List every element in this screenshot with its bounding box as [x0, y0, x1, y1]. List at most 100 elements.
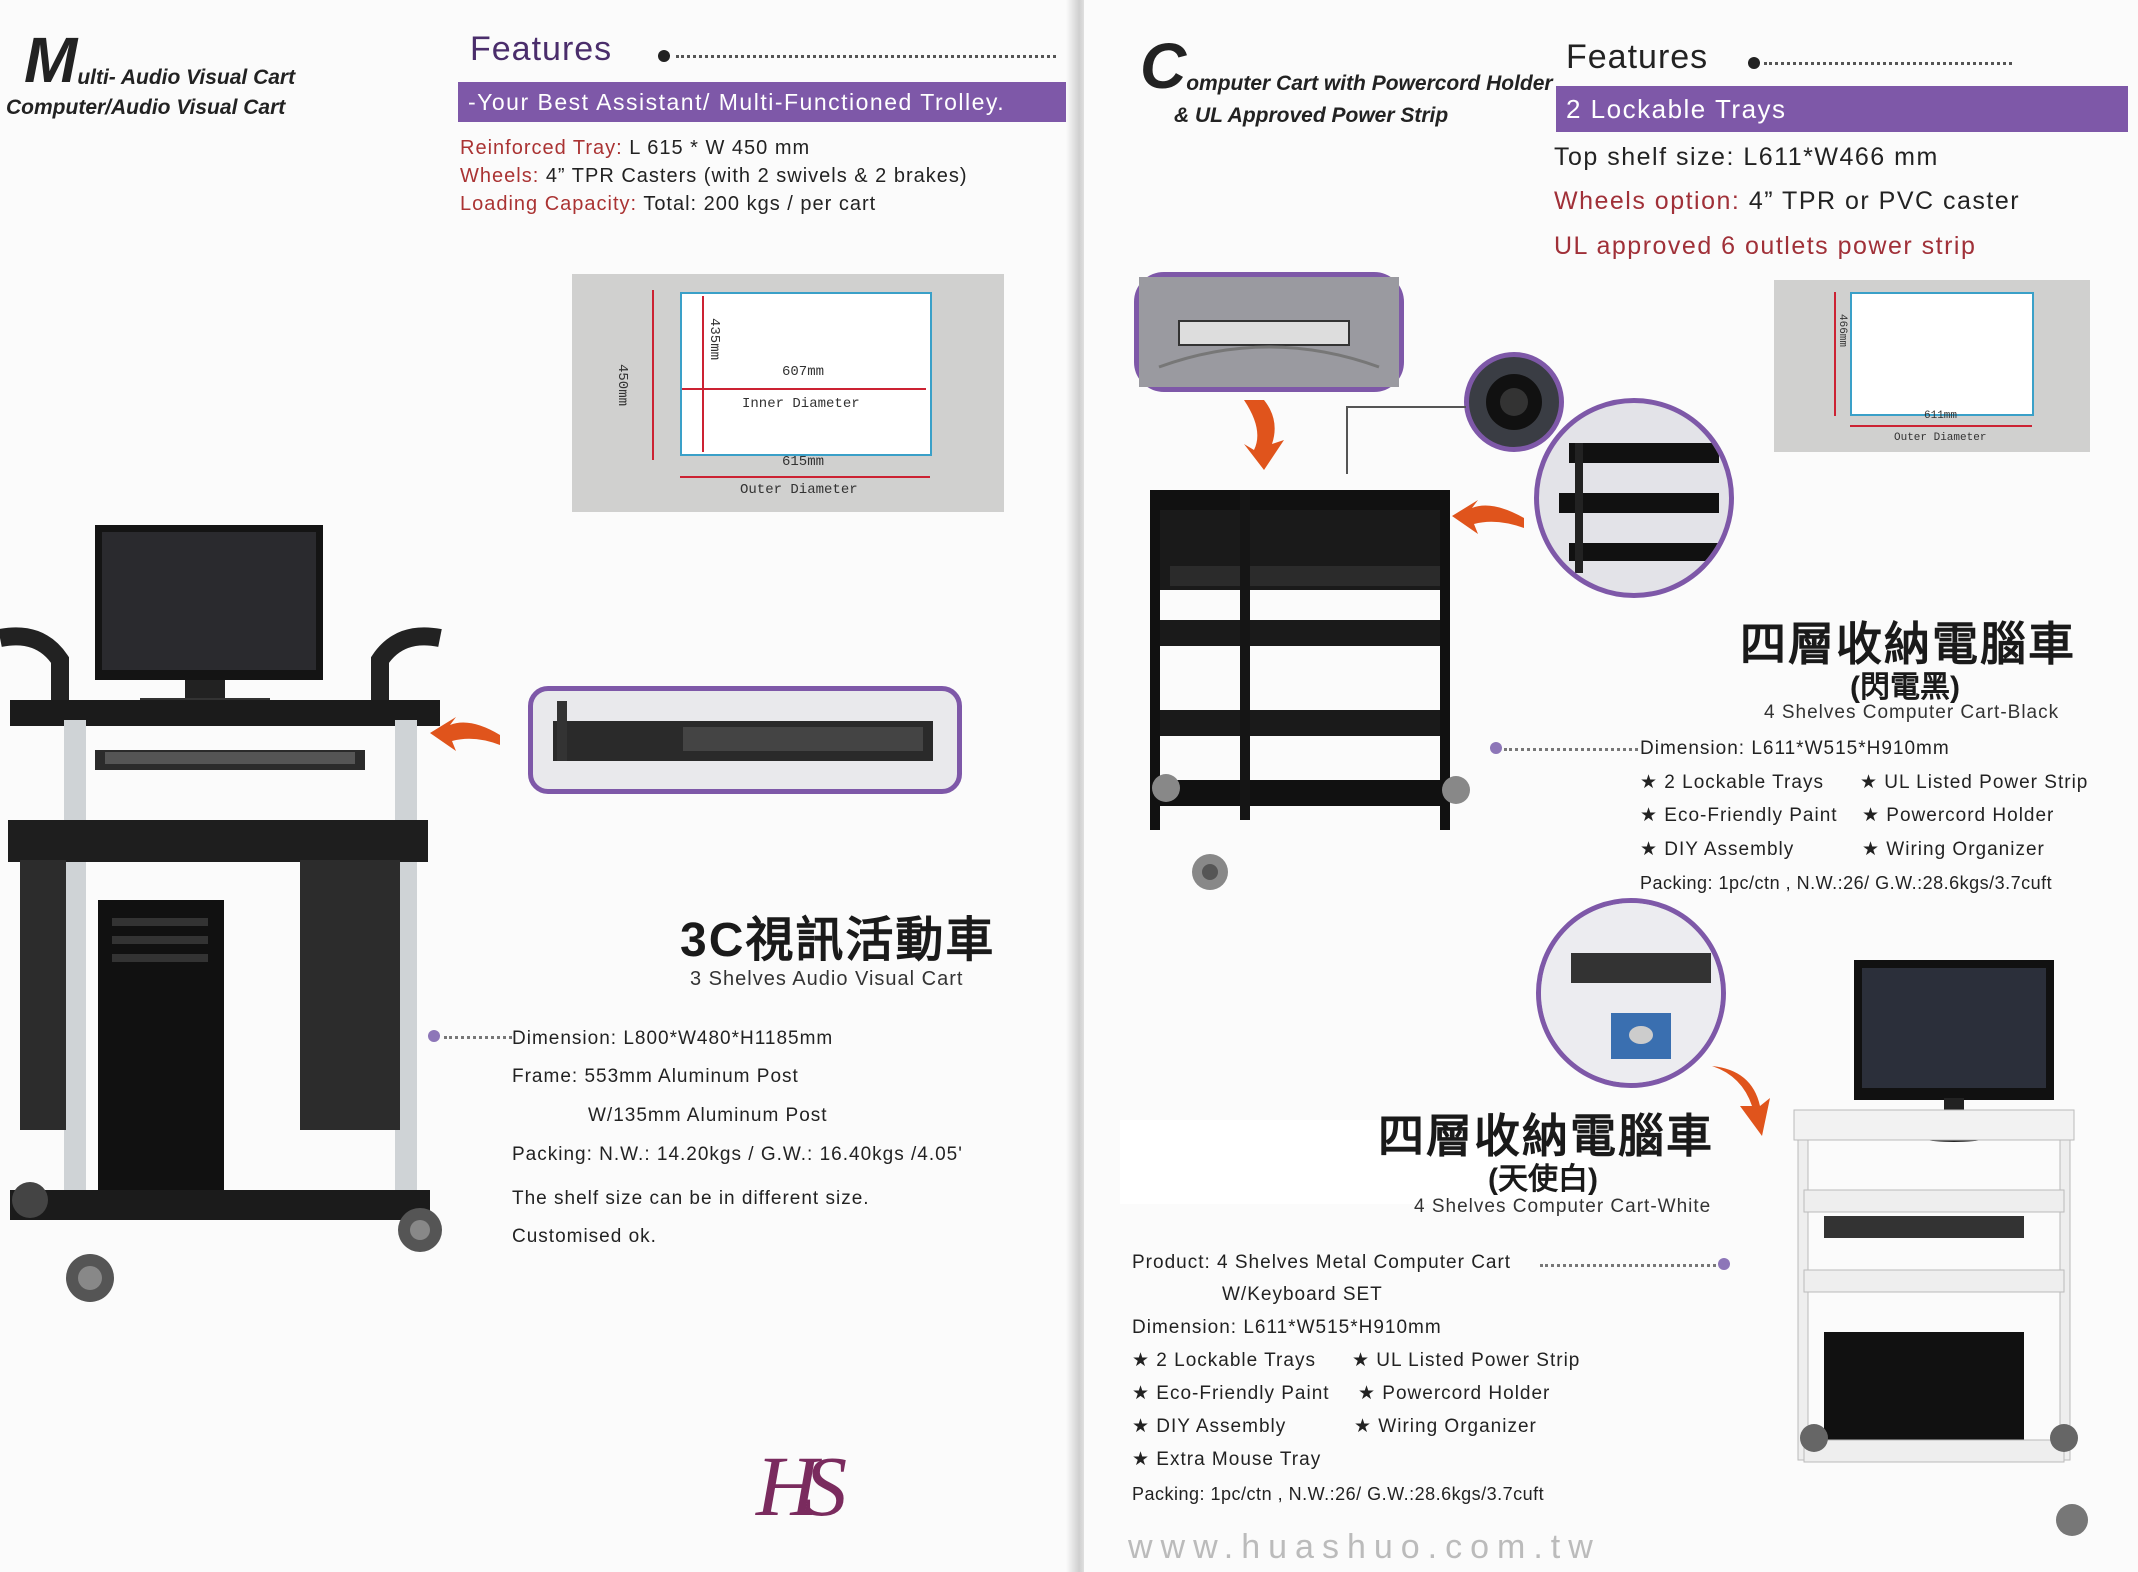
black-cart-packing: Packing: 1pc/ctn , N.W.:26/ G.W.:28.6kgs…	[1640, 873, 2053, 893]
spec-value: L 615 * W 450 mm	[629, 137, 811, 159]
spec-value: 4” TPR or PVC caster	[1748, 187, 2021, 215]
arrow-down-right-icon	[1712, 1066, 1770, 1136]
white-cart-feature-3a: ★ DIY Assembly	[1132, 1416, 1287, 1437]
grommet-image	[1486, 374, 1542, 430]
outer-height-label: 466mm	[1836, 314, 1848, 348]
features-bullet	[658, 50, 670, 62]
black-cart-title-cn: 四層收納電腦車	[1740, 618, 2076, 670]
white-cart-feature-1b: ★ UL Listed Power Strip	[1352, 1350, 1581, 1371]
outer-width-arrow	[680, 476, 930, 478]
features-dotted-rule	[676, 55, 1056, 58]
brand-line2: Computer/Audio Visual Cart	[6, 96, 286, 119]
white-cart-title-cn: 四層收納電腦車	[1378, 1110, 1714, 1162]
black-cart-title-en: 4 Shelves Computer Cart-Black	[1764, 702, 2060, 723]
features-heading: Features	[1566, 38, 1709, 76]
outer-height-arrow	[1834, 292, 1836, 416]
detail-shelf-size: The shelf size can be in different size.	[512, 1188, 870, 1209]
white-cart-packing: Packing: 1pc/ctn , N.W.:26/ G.W.:28.6kgs…	[1132, 1484, 1545, 1504]
inner-width-label: 607mm	[782, 364, 825, 380]
inner-rectangle	[680, 292, 932, 456]
inner-diameter-label: Inner Diameter	[742, 396, 860, 412]
white-cart-title-backdrop	[1120, 1120, 1590, 1204]
white-cart-product-2: W/Keyboard SET	[1222, 1284, 1383, 1305]
wiring-organizer-callout	[1464, 352, 1564, 452]
detail-packing: Packing: N.W.: 14.20kgs / G.W.: 16.40kgs…	[512, 1144, 963, 1165]
white-computer-cart-photo	[1793, 960, 2088, 1536]
details-dotted-rule	[444, 1036, 512, 1039]
power-strip-callout	[1134, 272, 1404, 392]
spec-wheels: Wheels: 4” TPR Casters (with 2 swivels &…	[460, 162, 968, 190]
spec-top-shelf: Top shelf size: L611*W466 mm	[1554, 140, 1939, 174]
spec-wheels-option: Wheels option: 4” TPR or PVC caster	[1554, 184, 2020, 218]
outer-width-label: 615mm	[782, 454, 825, 470]
logo-text: HS	[756, 1438, 847, 1534]
trays-image	[1559, 443, 1719, 573]
spec-value: 4” TPR Casters (with 2 swivels & 2 brake…	[545, 165, 968, 187]
outer-height-arrow	[652, 290, 654, 460]
spec-key: Top shelf size:	[1554, 143, 1735, 171]
power-strip-image	[1139, 277, 1399, 387]
arrow-left-icon	[430, 717, 500, 751]
spec-value: L611*W466 mm	[1743, 143, 1939, 171]
spec-power-strip: UL approved 6 outlets power strip	[1554, 229, 1976, 263]
white-cart-feature-2b: ★ Powercord Holder	[1358, 1383, 1551, 1404]
brand-line2: & UL Approved Power Strip	[1174, 104, 1449, 127]
keyboard-tray-image	[553, 701, 933, 761]
keyboard-tray-callout	[528, 686, 962, 794]
black-cart-dimension: Dimension: L611*W515*H910mm	[1640, 738, 1950, 759]
white-cart-feature-1a: ★ 2 Lockable Trays	[1132, 1350, 1316, 1371]
brand-line1: omputer Cart with Powercord Holder	[1186, 72, 1553, 95]
black-cart-bullet	[1490, 742, 1502, 754]
outer-width-arrow	[1850, 425, 2032, 427]
arrow-left-icon	[1452, 500, 1524, 534]
white-cart-feature-4a: ★ Extra Mouse Tray	[1132, 1449, 1322, 1470]
inner-width-arrow	[682, 388, 926, 390]
black-computer-cart-photo	[1150, 490, 1470, 890]
top-shelf-dimension-diagram: 466mm 611mm Outer Diameter	[1774, 280, 2090, 452]
audio-visual-cart-photo	[0, 525, 442, 1302]
tray-dimension-diagram: 450mm 435mm 607mm Inner Diameter 615mm O…	[572, 274, 1004, 512]
outer-height-label: 450mm	[614, 364, 630, 407]
brand-header-right: Computer Cart with Powercord Holder	[1140, 34, 1553, 98]
detail-frame: Frame: 553mm Aluminum Post	[512, 1066, 799, 1087]
features-dotted-rule	[1764, 62, 2012, 65]
tagline-band: -Your Best Assistant/ Multi-Functioned T…	[458, 82, 1068, 122]
arrow-down-icon	[1244, 400, 1284, 470]
spec-key: Loading Capacity:	[460, 193, 638, 215]
outer-diameter-label: Outer Diameter	[740, 482, 858, 498]
left-page: Multi- Audio Visual Cart Computer/Audio …	[0, 28, 1068, 1556]
features-heading: Features	[470, 30, 613, 68]
details-bullet	[428, 1030, 440, 1042]
spec-loading-capacity: Loading Capacity: Total: 200 kgs / per c…	[460, 190, 876, 218]
lockable-trays-callout	[1534, 398, 1734, 598]
spec-key: Wheels:	[460, 165, 540, 187]
detail-customised: Customised ok.	[512, 1226, 657, 1247]
inner-height-label: 435mm	[706, 318, 722, 361]
white-cart-product: Product: 4 Shelves Metal Computer Cart	[1132, 1252, 1512, 1273]
outer-diameter-label: Outer Diameter	[1894, 432, 1987, 444]
inner-height-arrow	[702, 296, 704, 452]
black-cart-feature-2a: ★ Eco-Friendly Paint	[1640, 805, 1838, 826]
brand-line1: ulti- Audio Visual Cart	[77, 66, 296, 89]
black-cart-feature-1b: ★ UL Listed Power Strip	[1860, 772, 2089, 793]
detail-dimension: Dimension: L800*W480*H1185mm	[512, 1028, 834, 1049]
white-cart-title-en: 4 Shelves Computer Cart-White	[1414, 1196, 1712, 1217]
white-cart-dotted-rule	[1540, 1264, 1716, 1267]
shelf-rectangle	[1850, 292, 2034, 416]
brand-header-left: Multi- Audio Visual Cart	[24, 28, 296, 92]
detail-frame-2: W/135mm Aluminum Post	[588, 1105, 828, 1126]
white-cart-bullet	[1718, 1258, 1730, 1270]
spec-key: UL approved 6 outlets power strip	[1554, 232, 1977, 260]
brand-initial: M	[24, 24, 78, 96]
mouse-tray-image	[1541, 903, 1721, 1083]
right-page: Computer Cart with Powercord Holder & UL…	[1084, 0, 2138, 1572]
black-cart-feature-1a: ★ 2 Lockable Trays	[1640, 772, 1824, 793]
features-bullet	[1748, 57, 1760, 69]
company-logo: HS	[756, 1436, 866, 1556]
black-cart-feature-3a: ★ DIY Assembly	[1640, 839, 1795, 860]
black-cart-subtitle-cn: (閃電黑)	[1850, 671, 1960, 704]
website-url: www.huashuo.com.tw	[1128, 1528, 1601, 1566]
black-cart-feature-3b: ★ Wiring Organizer	[1862, 839, 2045, 860]
white-cart-feature-2a: ★ Eco-Friendly Paint	[1132, 1383, 1330, 1404]
mouse-tray-callout	[1536, 898, 1726, 1088]
